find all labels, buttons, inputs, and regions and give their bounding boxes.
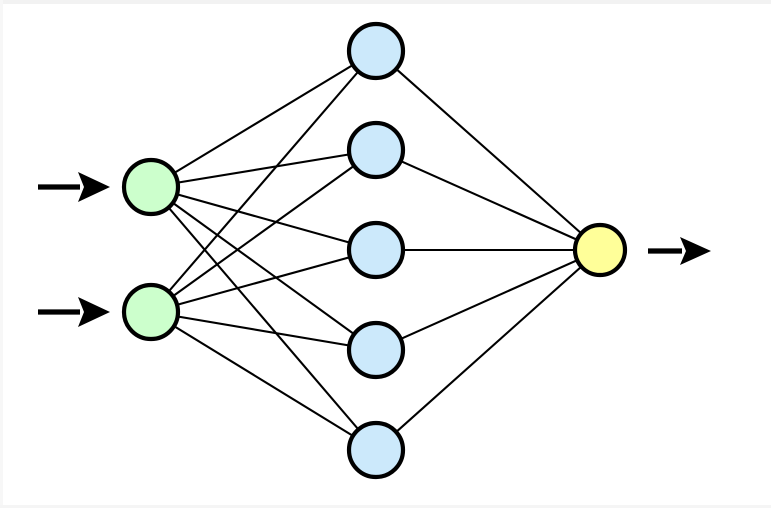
edge-hidden2-output1 [375,149,601,251]
output-layer-nodes [572,222,628,278]
arrow-head-icon [78,297,110,327]
edge-input2-hidden5 [150,311,377,451]
input-arrow-1 [38,172,110,202]
edge-hidden4-output1 [375,249,601,351]
edge-input2-hidden3 [150,248,377,314]
node-hidden-3[interactable] [346,220,406,280]
node-hidden-5[interactable] [346,420,406,480]
left-border-strip [0,0,3,508]
edge-input1-hidden3 [150,185,377,252]
node-hidden-4[interactable] [346,320,406,380]
output-arrow-1 [648,237,711,265]
edge-group-hidden-to-output [375,50,601,451]
edge-input1-hidden5 [150,186,377,451]
top-border-strip [0,0,771,4]
hidden-layer-nodes [346,21,406,480]
edge-input2-hidden1 [150,50,377,313]
input-arrow-2 [38,297,110,327]
edge-input1-hidden4 [150,186,377,351]
node-input-1[interactable] [121,157,181,217]
edge-group-input-to-hidden [150,50,377,451]
edge-hidden1-output1 [375,50,601,251]
edge-hidden5-output1 [375,249,601,451]
bottom-border-strip [0,505,771,508]
node-hidden-2[interactable] [346,120,406,180]
arrow-head-icon [78,172,110,202]
edge-input1-hidden2 [150,148,377,189]
edge-input2-hidden4 [150,310,377,352]
input-layer-nodes [121,157,181,342]
node-hidden-1[interactable] [346,21,406,81]
arrow-head-icon [680,237,711,265]
node-output-1[interactable] [572,222,628,278]
edge-input1-hidden1 [150,50,377,188]
node-input-2[interactable] [121,282,181,342]
edge-input2-hidden2 [150,149,377,313]
